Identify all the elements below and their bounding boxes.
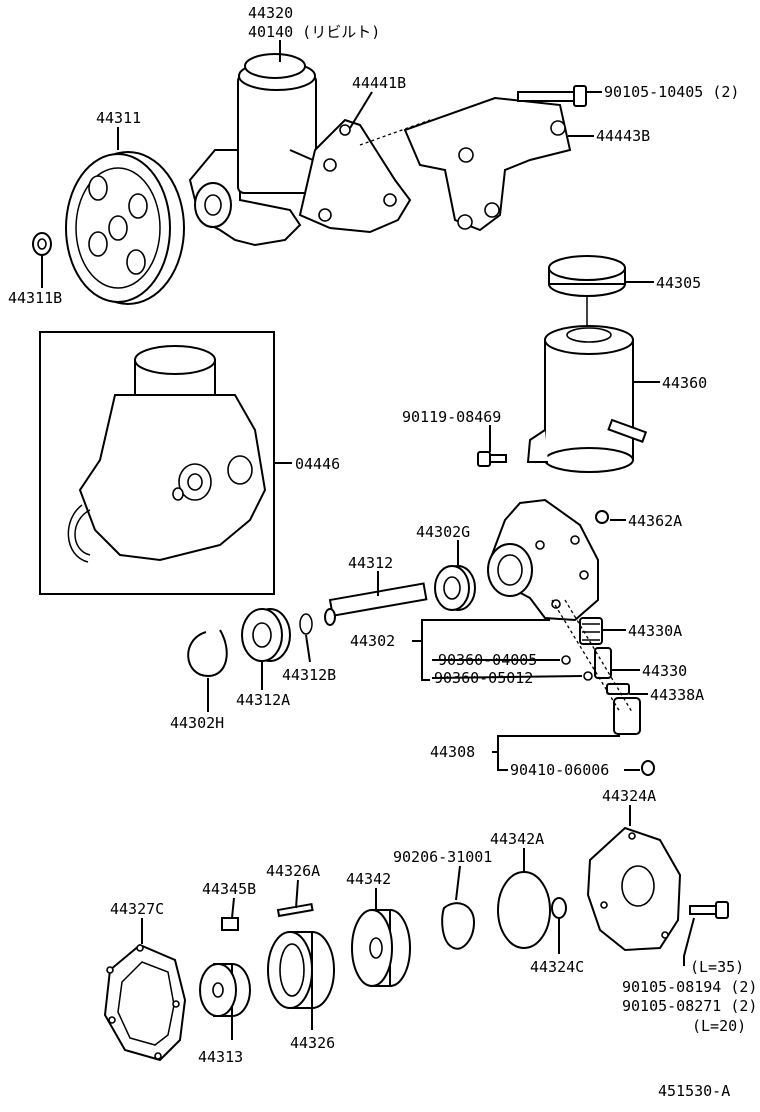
label-44360: 44360: [662, 374, 707, 392]
label-44308: 44308: [430, 743, 475, 761]
vane-44345B: [221, 917, 239, 931]
cover-44324A: [586, 826, 682, 952]
leader-lines: [41, 40, 695, 1040]
seal-90206-31001: [441, 902, 476, 950]
label-90410-06006: 90410-06006: [510, 761, 609, 779]
label-44342: 44342: [346, 870, 391, 888]
pump-housing: [487, 498, 599, 622]
rotor-44313: [199, 963, 251, 1017]
label-44338A: 44338A: [650, 686, 704, 704]
label-90360-04005: 90360-04005: [438, 651, 537, 669]
shaft-44312: [324, 582, 428, 626]
label-90119-08469: 90119-08469: [402, 408, 501, 426]
label-90105-08194: 90105-08194 (2): [622, 978, 757, 996]
label-44312B: 44312B: [282, 666, 336, 684]
cap-44305: [548, 255, 626, 330]
nut-44311B: [32, 232, 52, 256]
seal-44302G: [434, 565, 476, 611]
label-44324A: 44324A: [602, 787, 656, 805]
label-44302: 44302: [350, 632, 395, 650]
label-04446: 04446: [295, 455, 340, 473]
label-44302G: 44302G: [416, 523, 470, 541]
pump-assembly-44320: [188, 53, 323, 247]
label-44324C: 44324C: [530, 958, 584, 976]
reservoir-44360: [526, 325, 648, 473]
bracket-44443B: [359, 96, 572, 232]
label-44443B: 44443B: [596, 127, 650, 145]
label-L20: (L=20): [692, 1017, 746, 1035]
label-44330: 44330: [642, 662, 687, 680]
inset-box-04446: [39, 331, 275, 595]
label-44302H: 44302H: [170, 714, 224, 732]
label-44327C: 44327C: [110, 900, 164, 918]
label-90206-31001: 90206-31001: [393, 848, 492, 866]
label-44311: 44311: [96, 109, 141, 127]
label-44441B: 44441B: [352, 74, 406, 92]
label-90105-08271: 90105-08271 (2): [622, 997, 757, 1015]
pulley-44311: [65, 151, 185, 305]
label-44326A: 44326A: [266, 862, 320, 880]
pin-44326A: [276, 902, 314, 918]
bolt-90119-08469: [477, 451, 507, 467]
cam-ring-44326: [267, 931, 335, 1009]
label-44362A: 44362A: [628, 512, 682, 530]
bearing-44312A: [241, 608, 291, 662]
bolt-90105-10405: [517, 85, 587, 107]
bolt-90105-08194: [689, 901, 729, 919]
label-44312: 44312: [348, 554, 393, 572]
ring-44302H: [187, 629, 228, 678]
label-44320: 44320: [248, 4, 293, 22]
part-labels: 44320 40140 (リビルト) 44441B 90105-10405 (2…: [8, 4, 757, 1100]
label-90360-05012: 90360-05012: [434, 669, 533, 687]
label-90105-10405: 90105-10405 (2): [604, 83, 739, 101]
valve-stack: [551, 599, 641, 735]
diagram-id: 451530-A: [658, 1082, 730, 1100]
o-ring-44362A: [595, 510, 609, 524]
label-44312A: 44312A: [236, 691, 290, 709]
label-44345B: 44345B: [202, 880, 256, 898]
label-44313: 44313: [198, 1048, 243, 1066]
o-ring-44324C: [551, 897, 567, 919]
label-44330A: 44330A: [628, 622, 682, 640]
label-L35: (L=35): [690, 958, 744, 976]
label-44305: 44305: [656, 274, 701, 292]
label-44311B: 44311B: [8, 289, 62, 307]
bracket-44441B: [298, 118, 412, 234]
plug-90410-06006: [641, 760, 655, 776]
label-44342A: 44342A: [490, 830, 544, 848]
label-40140: 40140 (リビルト): [248, 23, 380, 41]
snap-ring-44312B: [299, 613, 313, 635]
label-44326: 44326: [290, 1034, 335, 1052]
o-ring-44342A: [497, 871, 551, 949]
side-plate-44342: [351, 909, 411, 987]
gasket-44327C: [103, 943, 187, 1062]
